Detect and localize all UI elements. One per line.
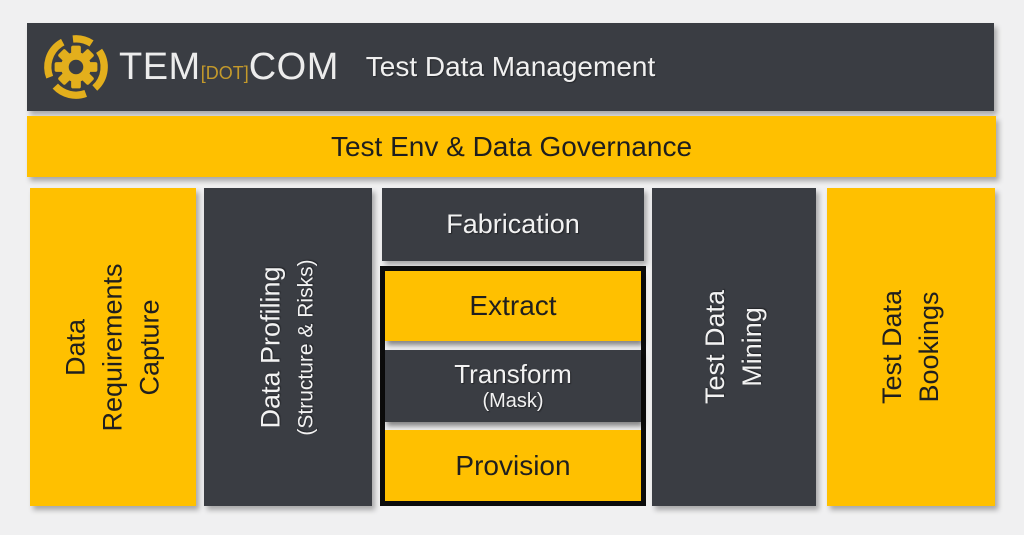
column-test-data-mining: Test Data Mining: [652, 188, 816, 506]
label-line: Test Data: [700, 289, 730, 405]
header-bar: TEM[DOT]COM Test Data Management: [27, 23, 994, 111]
column-label: Test Data Mining: [697, 290, 771, 404]
column-label: Data Requirements Capture: [58, 263, 169, 431]
label-line: Capture: [134, 298, 165, 396]
label-line: Data Profiling: [255, 265, 286, 429]
etp-group-border: Extract Transform (Mask) Provision: [380, 266, 646, 506]
provision-label: Provision: [455, 449, 571, 481]
governance-label: Test Env & Data Governance: [330, 130, 693, 162]
column-label: Test Data Bookings: [874, 290, 948, 404]
page-title: Test Data Management: [365, 51, 656, 82]
label-line: Bookings: [914, 291, 944, 403]
column-data-requirements-capture: Data Requirements Capture: [30, 188, 196, 506]
label-line: Test Data: [877, 289, 907, 405]
provision-box: Provision: [385, 430, 641, 501]
transform-sublabel: (Mask): [482, 390, 544, 412]
brand-logo: TEM[DOT]COM: [41, 32, 339, 102]
label-subline: (Structure & Risks): [294, 258, 318, 436]
brand-com: COM: [248, 45, 339, 88]
extract-label: Extract: [469, 290, 557, 321]
column-label: Data Profiling (Structure & Risks): [253, 259, 324, 435]
governance-bar: Test Env & Data Governance: [27, 116, 996, 177]
brand-tem: TEM: [119, 45, 201, 88]
transform-label: Transform: [454, 359, 572, 389]
column-pipeline: Fabrication Extract Transform (Mask) Pro…: [380, 188, 646, 506]
fabrication-box: Fabrication: [382, 188, 644, 261]
brand-wordmark: TEM[DOT]COM: [119, 46, 339, 89]
label-line: Mining: [737, 307, 767, 387]
label-line: Data: [60, 318, 91, 376]
transform-box: Transform (Mask): [385, 350, 641, 422]
label-line: Requirements: [97, 262, 128, 432]
brand-dot: [DOT]: [200, 62, 249, 83]
gear-logo-icon: [44, 35, 108, 99]
column-data-profiling: Data Profiling (Structure & Risks): [204, 188, 372, 506]
extract-box: Extract: [385, 271, 641, 341]
column-test-data-bookings: Test Data Bookings: [827, 188, 995, 506]
fabrication-label: Fabrication: [446, 209, 580, 239]
